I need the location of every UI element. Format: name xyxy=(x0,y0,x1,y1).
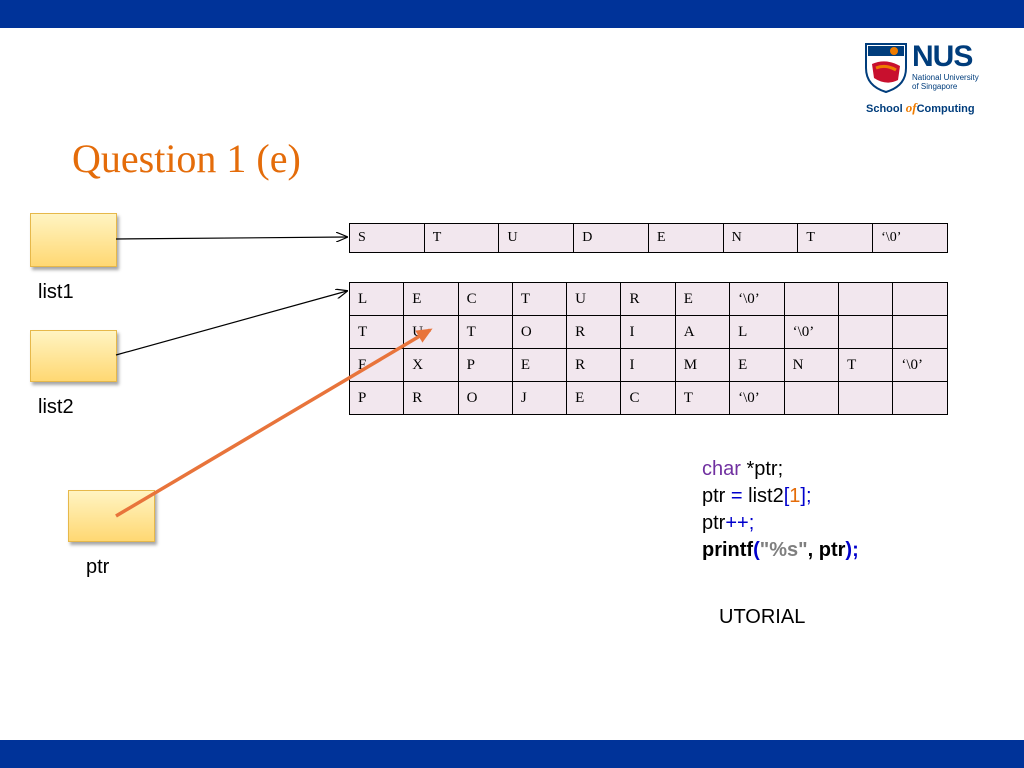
list2-cell: X xyxy=(403,348,459,382)
list2-cell: A xyxy=(674,315,731,349)
list2-label: list2 xyxy=(38,396,74,418)
logo-line2: of Singapore xyxy=(912,82,958,91)
list2-cell xyxy=(838,381,894,415)
list2-cell: M xyxy=(674,348,731,382)
list2-cell: C xyxy=(620,381,676,415)
list2-cell: R xyxy=(620,282,676,316)
list2-cell: ‘\0’ xyxy=(783,315,840,349)
list2-cell: L xyxy=(729,315,785,349)
list2-pointer-arrow xyxy=(115,291,347,356)
ptr-pointer-arrow xyxy=(115,328,433,518)
list1-array: S T U D E N T ‘\0’ xyxy=(349,223,948,253)
list2-row: P R O J E C T ‘\0’ xyxy=(348,381,948,415)
logo-nus-text: NUS xyxy=(912,40,973,73)
list1-cell: T xyxy=(797,223,874,253)
list1-cell: E xyxy=(647,223,724,253)
list2-row: L E C T U R E ‘\0’ xyxy=(348,282,948,316)
list1-cell: S xyxy=(349,223,425,253)
list2-cell xyxy=(783,381,840,415)
ptr-box xyxy=(68,490,155,542)
list1-row: S T U D E N T ‘\0’ xyxy=(349,223,948,253)
logo-school: School ofComputing xyxy=(866,100,975,115)
list2-cell: L xyxy=(348,282,405,316)
code-line-3: ptr++; xyxy=(702,512,755,534)
list2-cell xyxy=(892,381,948,415)
code-line-2: ptr = list2[1]; xyxy=(702,485,812,507)
slide-title: Question 1 (e) xyxy=(72,136,301,181)
list2-cell xyxy=(838,282,894,316)
list1-pointer-arrow xyxy=(115,237,347,239)
list2-cell: U xyxy=(566,282,622,316)
list2-cell: T xyxy=(511,282,568,316)
list1-cell: ‘\0’ xyxy=(872,223,948,253)
list1-cell: U xyxy=(498,223,575,253)
code-line-1: char *ptr; xyxy=(702,458,784,480)
list2-array: L E C T U R E ‘\0’ T U T O R I A L ‘\0’ … xyxy=(348,282,948,415)
list1-cell: N xyxy=(722,223,799,253)
list2-cell: P xyxy=(457,348,513,382)
list2-cell: E xyxy=(566,381,622,415)
ptr-label: ptr xyxy=(86,556,110,578)
bottom-bar xyxy=(0,740,1024,768)
list2-cell: R xyxy=(403,381,459,415)
top-bar xyxy=(0,0,1024,28)
logo-line1: National University xyxy=(912,73,979,82)
list2-cell: ‘\0’ xyxy=(892,348,948,382)
list2-cell: R xyxy=(566,315,622,349)
list2-cell: N xyxy=(783,348,840,382)
code-block: char *ptr; ptr = list2[1]; ptr++; printf… xyxy=(702,456,859,564)
list1-label: list1 xyxy=(38,281,74,303)
code-line-4: printf("%s", ptr); xyxy=(702,539,859,561)
nus-crest-icon xyxy=(865,43,907,94)
list1-cell: D xyxy=(573,223,649,253)
list2-box xyxy=(30,330,117,382)
list2-cell: J xyxy=(511,381,568,415)
nus-logo: NUS National University of Singapore Sch… xyxy=(864,40,994,120)
list1-box xyxy=(30,213,117,267)
list2-cell: ‘\0’ xyxy=(729,381,785,415)
list1-cell: T xyxy=(423,223,500,253)
list2-cell: T xyxy=(674,381,731,415)
program-output: UTORIAL xyxy=(719,606,806,628)
list2-row: E X P E R I M E N T ‘\0’ xyxy=(348,348,948,382)
